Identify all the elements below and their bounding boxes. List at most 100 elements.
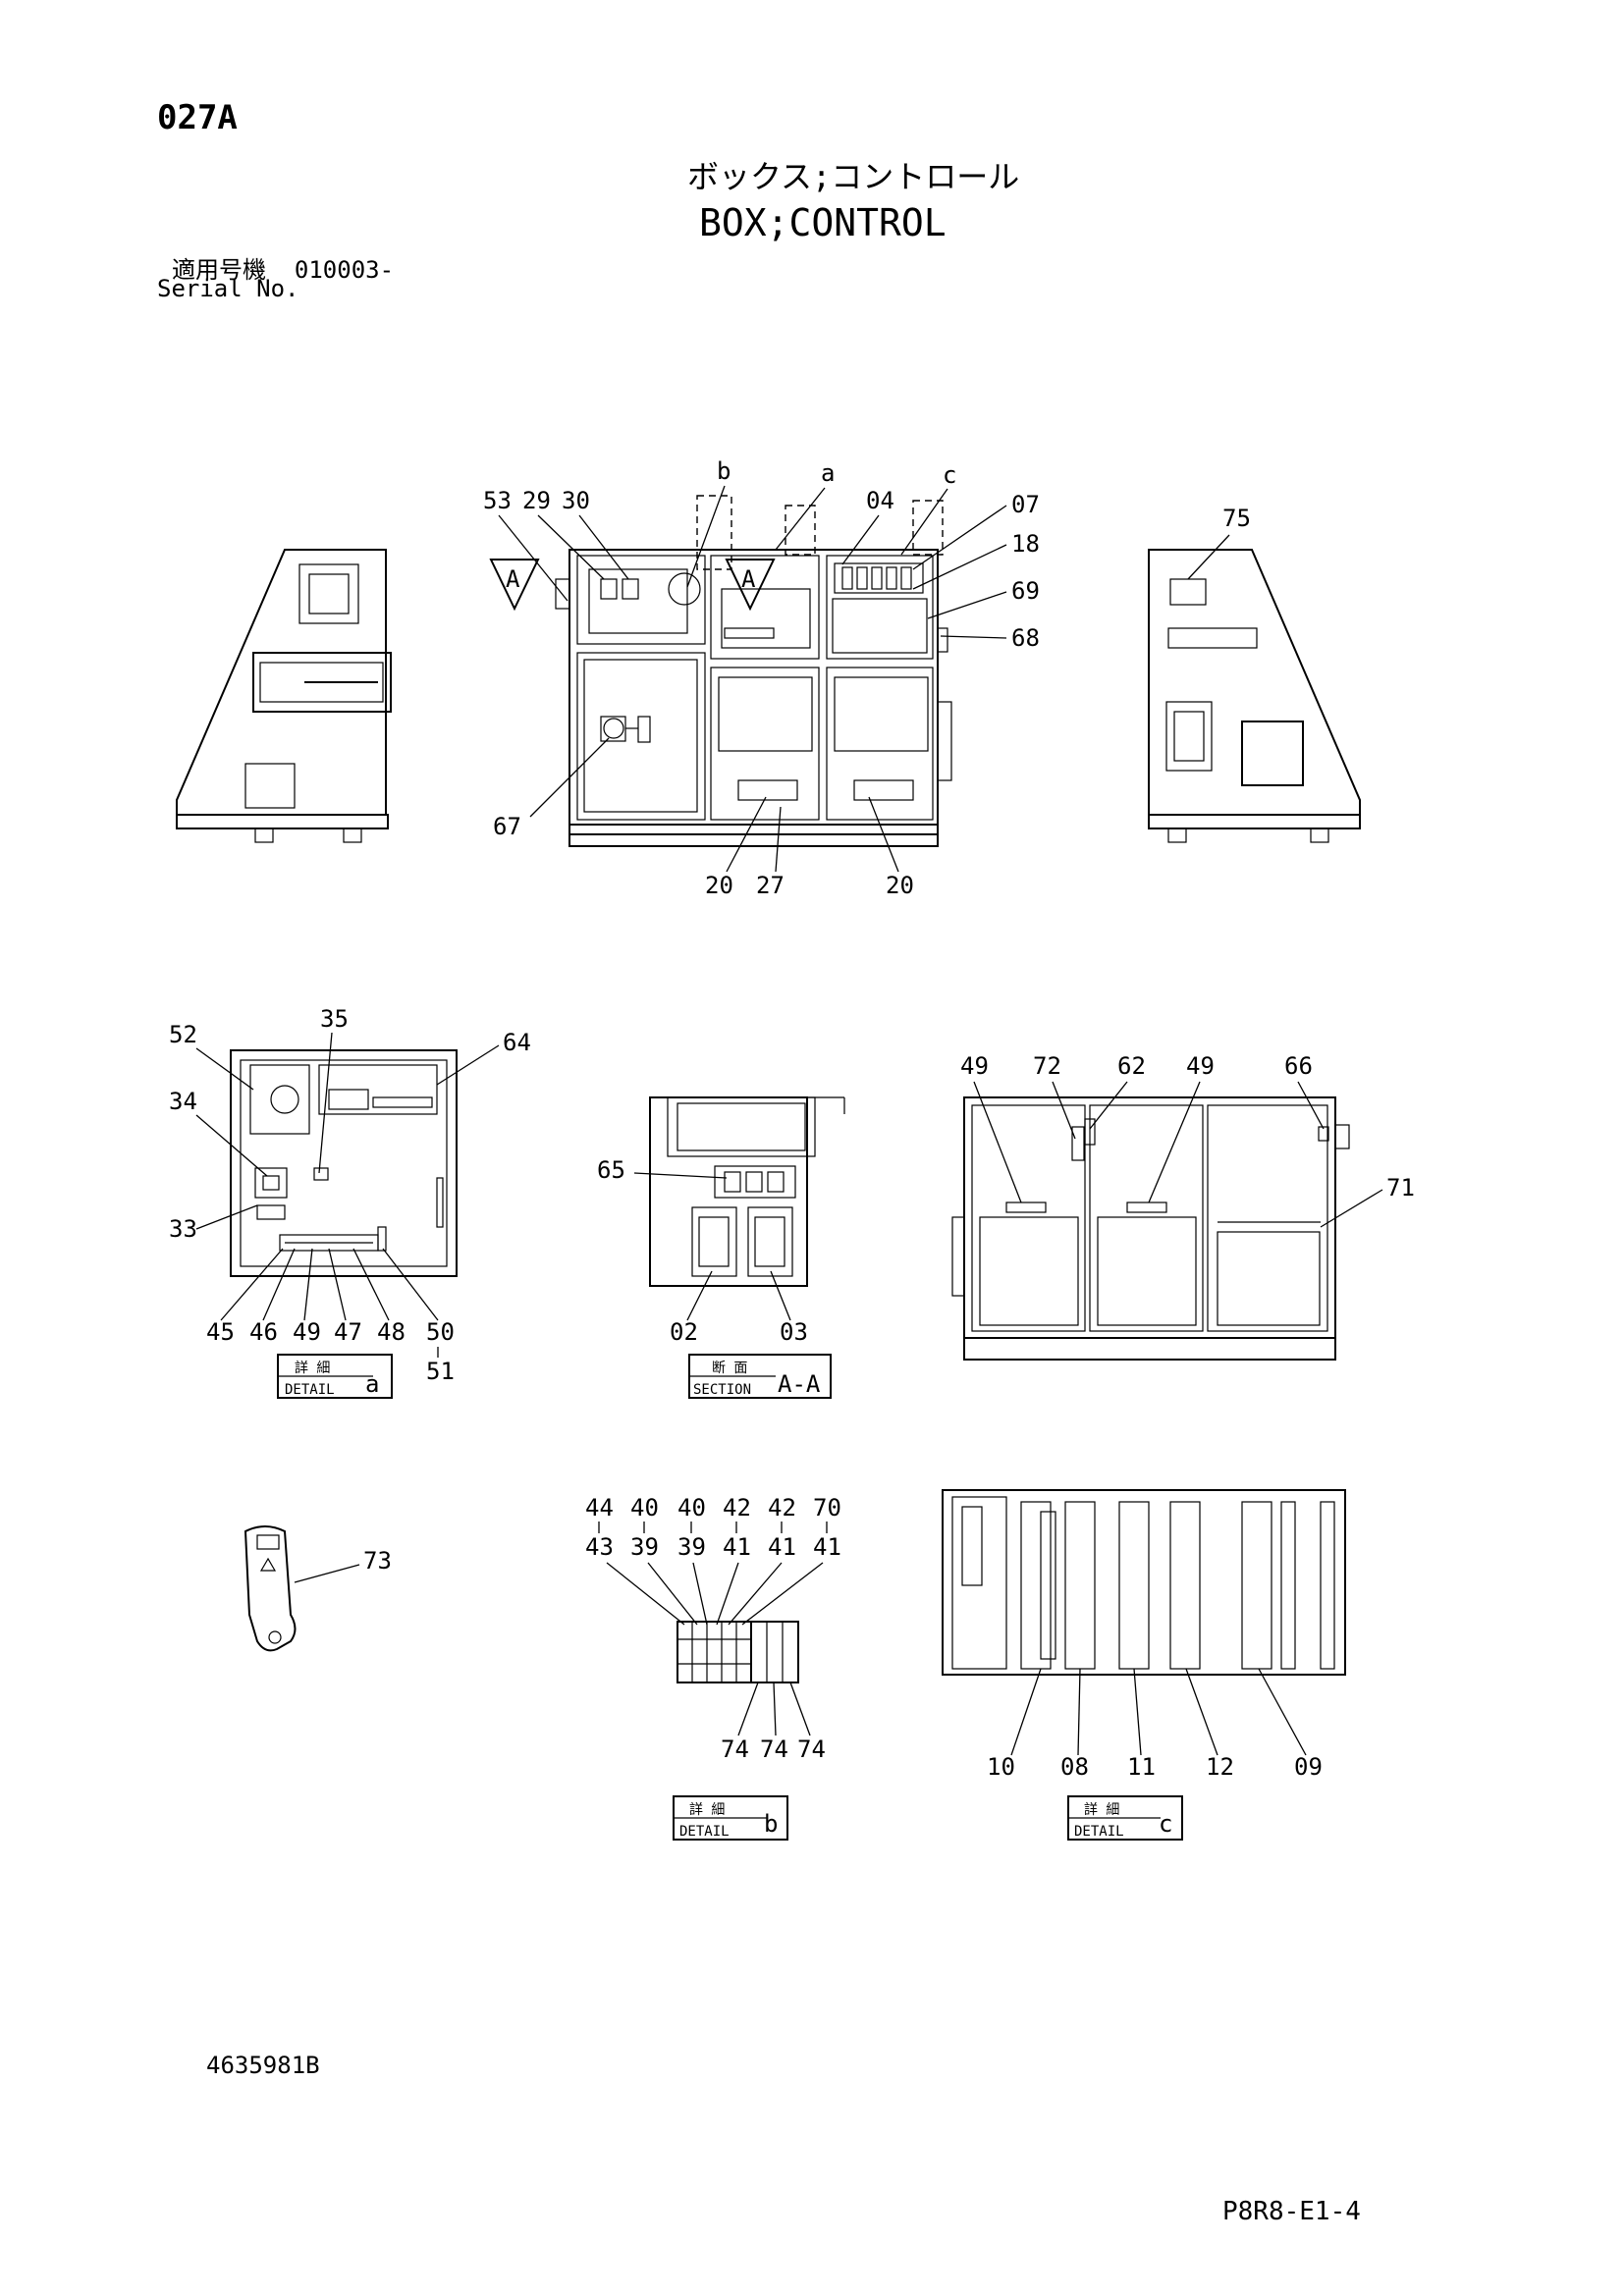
callout-52: 52 [169, 1021, 197, 1048]
callout-03: 03 [780, 1318, 808, 1346]
section-marker-right-text: A [741, 565, 756, 593]
detail-a-tag-en: DETAIL [285, 1382, 335, 1398]
detail-b-tag-jp: 詳 細 [689, 1802, 725, 1818]
callout-41-a: 41 [723, 1533, 751, 1561]
section-aa-tag-id: A-A [778, 1370, 821, 1398]
detail-b-tag-en: DETAIL [679, 1824, 730, 1840]
right-side-view [1148, 549, 1361, 843]
callout-73: 73 [363, 1547, 392, 1575]
callout-18: 18 [1011, 530, 1040, 558]
rear-callouts: 49 72 62 49 66 71 [960, 1052, 1415, 1228]
title-english: BOX;CONTROL [699, 201, 947, 244]
callout-44: 44 [585, 1494, 614, 1522]
callout-65: 65 [597, 1156, 625, 1184]
callout-39-a: 39 [630, 1533, 659, 1561]
section-marker-left-text: A [506, 565, 520, 593]
serial-label-en: Serial No. [157, 275, 299, 302]
callout-42-b: 42 [768, 1494, 796, 1522]
callout-74-b: 74 [760, 1735, 788, 1763]
detail-a-tag-id: a [365, 1370, 379, 1398]
sheet-code: P8R8-E1-4 [1222, 2197, 1361, 2226]
rear-view [951, 1096, 1350, 1361]
callout-66: 66 [1284, 1052, 1313, 1080]
callout-30: 30 [562, 487, 590, 514]
detail-b-callouts: 44 40 40 42 42 70 43 39 39 41 41 41 74 7… [585, 1494, 841, 1763]
callout-20-left: 20 [705, 872, 733, 899]
callout-75: 75 [1222, 505, 1251, 532]
callout-47: 47 [334, 1318, 362, 1346]
detail-c-tag-jp: 詳 細 [1084, 1802, 1119, 1818]
callout-42-a: 42 [723, 1494, 751, 1522]
callout-74-a: 74 [721, 1735, 749, 1763]
callout-35: 35 [320, 1005, 349, 1033]
drawing-number: 4635981B [206, 2052, 320, 2079]
callout-69: 69 [1011, 577, 1040, 605]
detail-b-terminal-block [677, 1621, 799, 1683]
left-side-view [176, 549, 392, 843]
callout-72: 72 [1033, 1052, 1061, 1080]
callout-48: 48 [377, 1318, 406, 1346]
callout-74-c: 74 [797, 1735, 826, 1763]
section-aa-view: 断 面 SECTION A-A [649, 1096, 845, 1399]
callout-27: 27 [756, 872, 785, 899]
callout-07: 07 [1011, 491, 1040, 518]
callout-10: 10 [987, 1753, 1015, 1781]
detail-a-callouts: 52 35 64 34 33 45 46 49 47 48 50 51 [169, 1005, 531, 1385]
callout-70: 70 [813, 1494, 841, 1522]
detail-c-view: 詳 細 DETAIL c [942, 1489, 1346, 1841]
callout-46: 46 [249, 1318, 278, 1346]
callout-43: 43 [585, 1533, 614, 1561]
detail-b-tag-id: b [764, 1810, 778, 1838]
callout-71: 71 [1386, 1174, 1415, 1201]
section-marker-right: A [725, 559, 776, 612]
title-japanese: ボックス;コントロール [687, 158, 1020, 195]
serial-label-jp: 適用号機 010003- [172, 250, 394, 285]
callout-53: 53 [483, 487, 512, 514]
detail-b-view: 詳 細 DETAIL b [673, 1621, 799, 1841]
callout-09: 09 [1294, 1753, 1323, 1781]
section-aa-tag-jp: 断 面 [712, 1361, 747, 1376]
callout-67: 67 [493, 813, 521, 840]
callout-04: 04 [866, 487, 894, 514]
detail-c-callouts: 10 08 11 12 09 [987, 1668, 1323, 1781]
detail-a-tag: 詳 細 DETAIL a [277, 1354, 393, 1399]
page-code: 027A [157, 98, 238, 137]
detail-b-tag: 詳 細 DETAIL b [673, 1795, 788, 1841]
callout-50: 50 [426, 1318, 455, 1346]
callout-20-right: 20 [886, 872, 914, 899]
serial-label-jp-text: 適用号機 [172, 256, 266, 284]
front-relay-row [841, 566, 912, 590]
detail-c-tag-en: DETAIL [1074, 1824, 1124, 1840]
callout-34: 34 [169, 1088, 197, 1115]
callout-12: 12 [1206, 1753, 1234, 1781]
callout-41-b: 41 [768, 1533, 796, 1561]
detail-a-tag-jp: 詳 細 [295, 1361, 330, 1376]
front-view [555, 495, 952, 847]
callout-11: 11 [1127, 1753, 1156, 1781]
section-marker-left: A [489, 559, 540, 612]
callout-39-b: 39 [677, 1533, 706, 1561]
key-view: 73 [244, 1525, 392, 1652]
callout-c: c [943, 461, 956, 489]
callout-49-rear-right: 49 [1186, 1052, 1215, 1080]
callout-29: 29 [522, 487, 551, 514]
callout-a: a [821, 459, 835, 487]
callout-33: 33 [169, 1215, 197, 1243]
callout-45: 45 [206, 1318, 235, 1346]
serial-value: 010003- [294, 256, 395, 284]
detail-c-tag-id: c [1159, 1810, 1172, 1838]
callout-b: b [717, 457, 731, 485]
callout-49-rear-left: 49 [960, 1052, 989, 1080]
section-aa-tag: 断 面 SECTION A-A [688, 1354, 832, 1399]
detail-c-tag: 詳 細 DETAIL c [1067, 1795, 1183, 1841]
callout-49: 49 [293, 1318, 321, 1346]
callout-62: 62 [1117, 1052, 1146, 1080]
callout-08: 08 [1060, 1753, 1089, 1781]
callout-40-a: 40 [630, 1494, 659, 1522]
detail-a-view: 詳 細 DETAIL a [230, 1049, 458, 1399]
callout-40-b: 40 [677, 1494, 706, 1522]
section-callouts: 65 02 03 [597, 1156, 808, 1346]
callout-02: 02 [670, 1318, 698, 1346]
callout-64: 64 [503, 1029, 531, 1056]
